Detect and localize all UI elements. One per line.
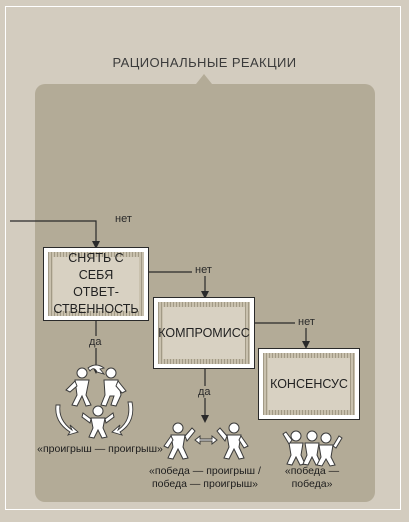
cycle-arrows-icon — [55, 364, 134, 436]
box-responsibility: СНЯТЬ С СЕБЯ ОТВЕТ- СТВЕННОСТЬ — [43, 247, 149, 321]
box-consensus: КОНСЕНСУС — [258, 348, 360, 420]
label-no-right: нет — [295, 316, 318, 328]
title-notch — [196, 74, 212, 84]
label-yes-left: да — [86, 336, 105, 348]
box-compromise: КОМПРОМИСС — [153, 297, 255, 369]
outcome-win-win: «победа — победа» — [284, 465, 340, 490]
box-compromise-pattern: КОМПРОМИСС — [158, 302, 250, 364]
arrow-resp-comp — [201, 291, 209, 299]
label-no-middle: нет — [192, 264, 215, 276]
figures-win-lose-icon — [163, 422, 249, 460]
arrow-in — [92, 241, 100, 249]
label-no-top: нет — [112, 213, 135, 225]
box-consensus-label: КОНСЕНСУС — [268, 358, 350, 410]
box-compromise-label: КОМПРОМИСС — [158, 307, 250, 359]
label-yes-middle: да — [195, 386, 214, 398]
section-title: РАЦИОНАЛЬНЫЕ РЕАКЦИИ — [112, 55, 297, 70]
box-consensus-pattern: КОНСЕНСУС — [263, 353, 355, 415]
box-responsibility-pattern: СНЯТЬ С СЕБЯ ОТВЕТ- СТВЕННОСТЬ — [48, 251, 144, 316]
outcome-win-lose: «победа — проигрыш / победа — проигрыш» — [149, 465, 261, 490]
outcome-lose-lose: «проигрыш — проигрыш» — [37, 443, 163, 455]
box-responsibility-label: СНЯТЬ С СЕБЯ ОТВЕТ- СТВЕННОСТЬ — [53, 251, 139, 316]
figures-win-win-icon — [282, 430, 343, 467]
line-in — [10, 220, 97, 243]
figures-lose-lose-icon — [65, 367, 127, 439]
outer-border — [5, 6, 401, 510]
arrow-comp-cons — [302, 341, 310, 349]
arrow-yes-middle — [201, 415, 209, 423]
